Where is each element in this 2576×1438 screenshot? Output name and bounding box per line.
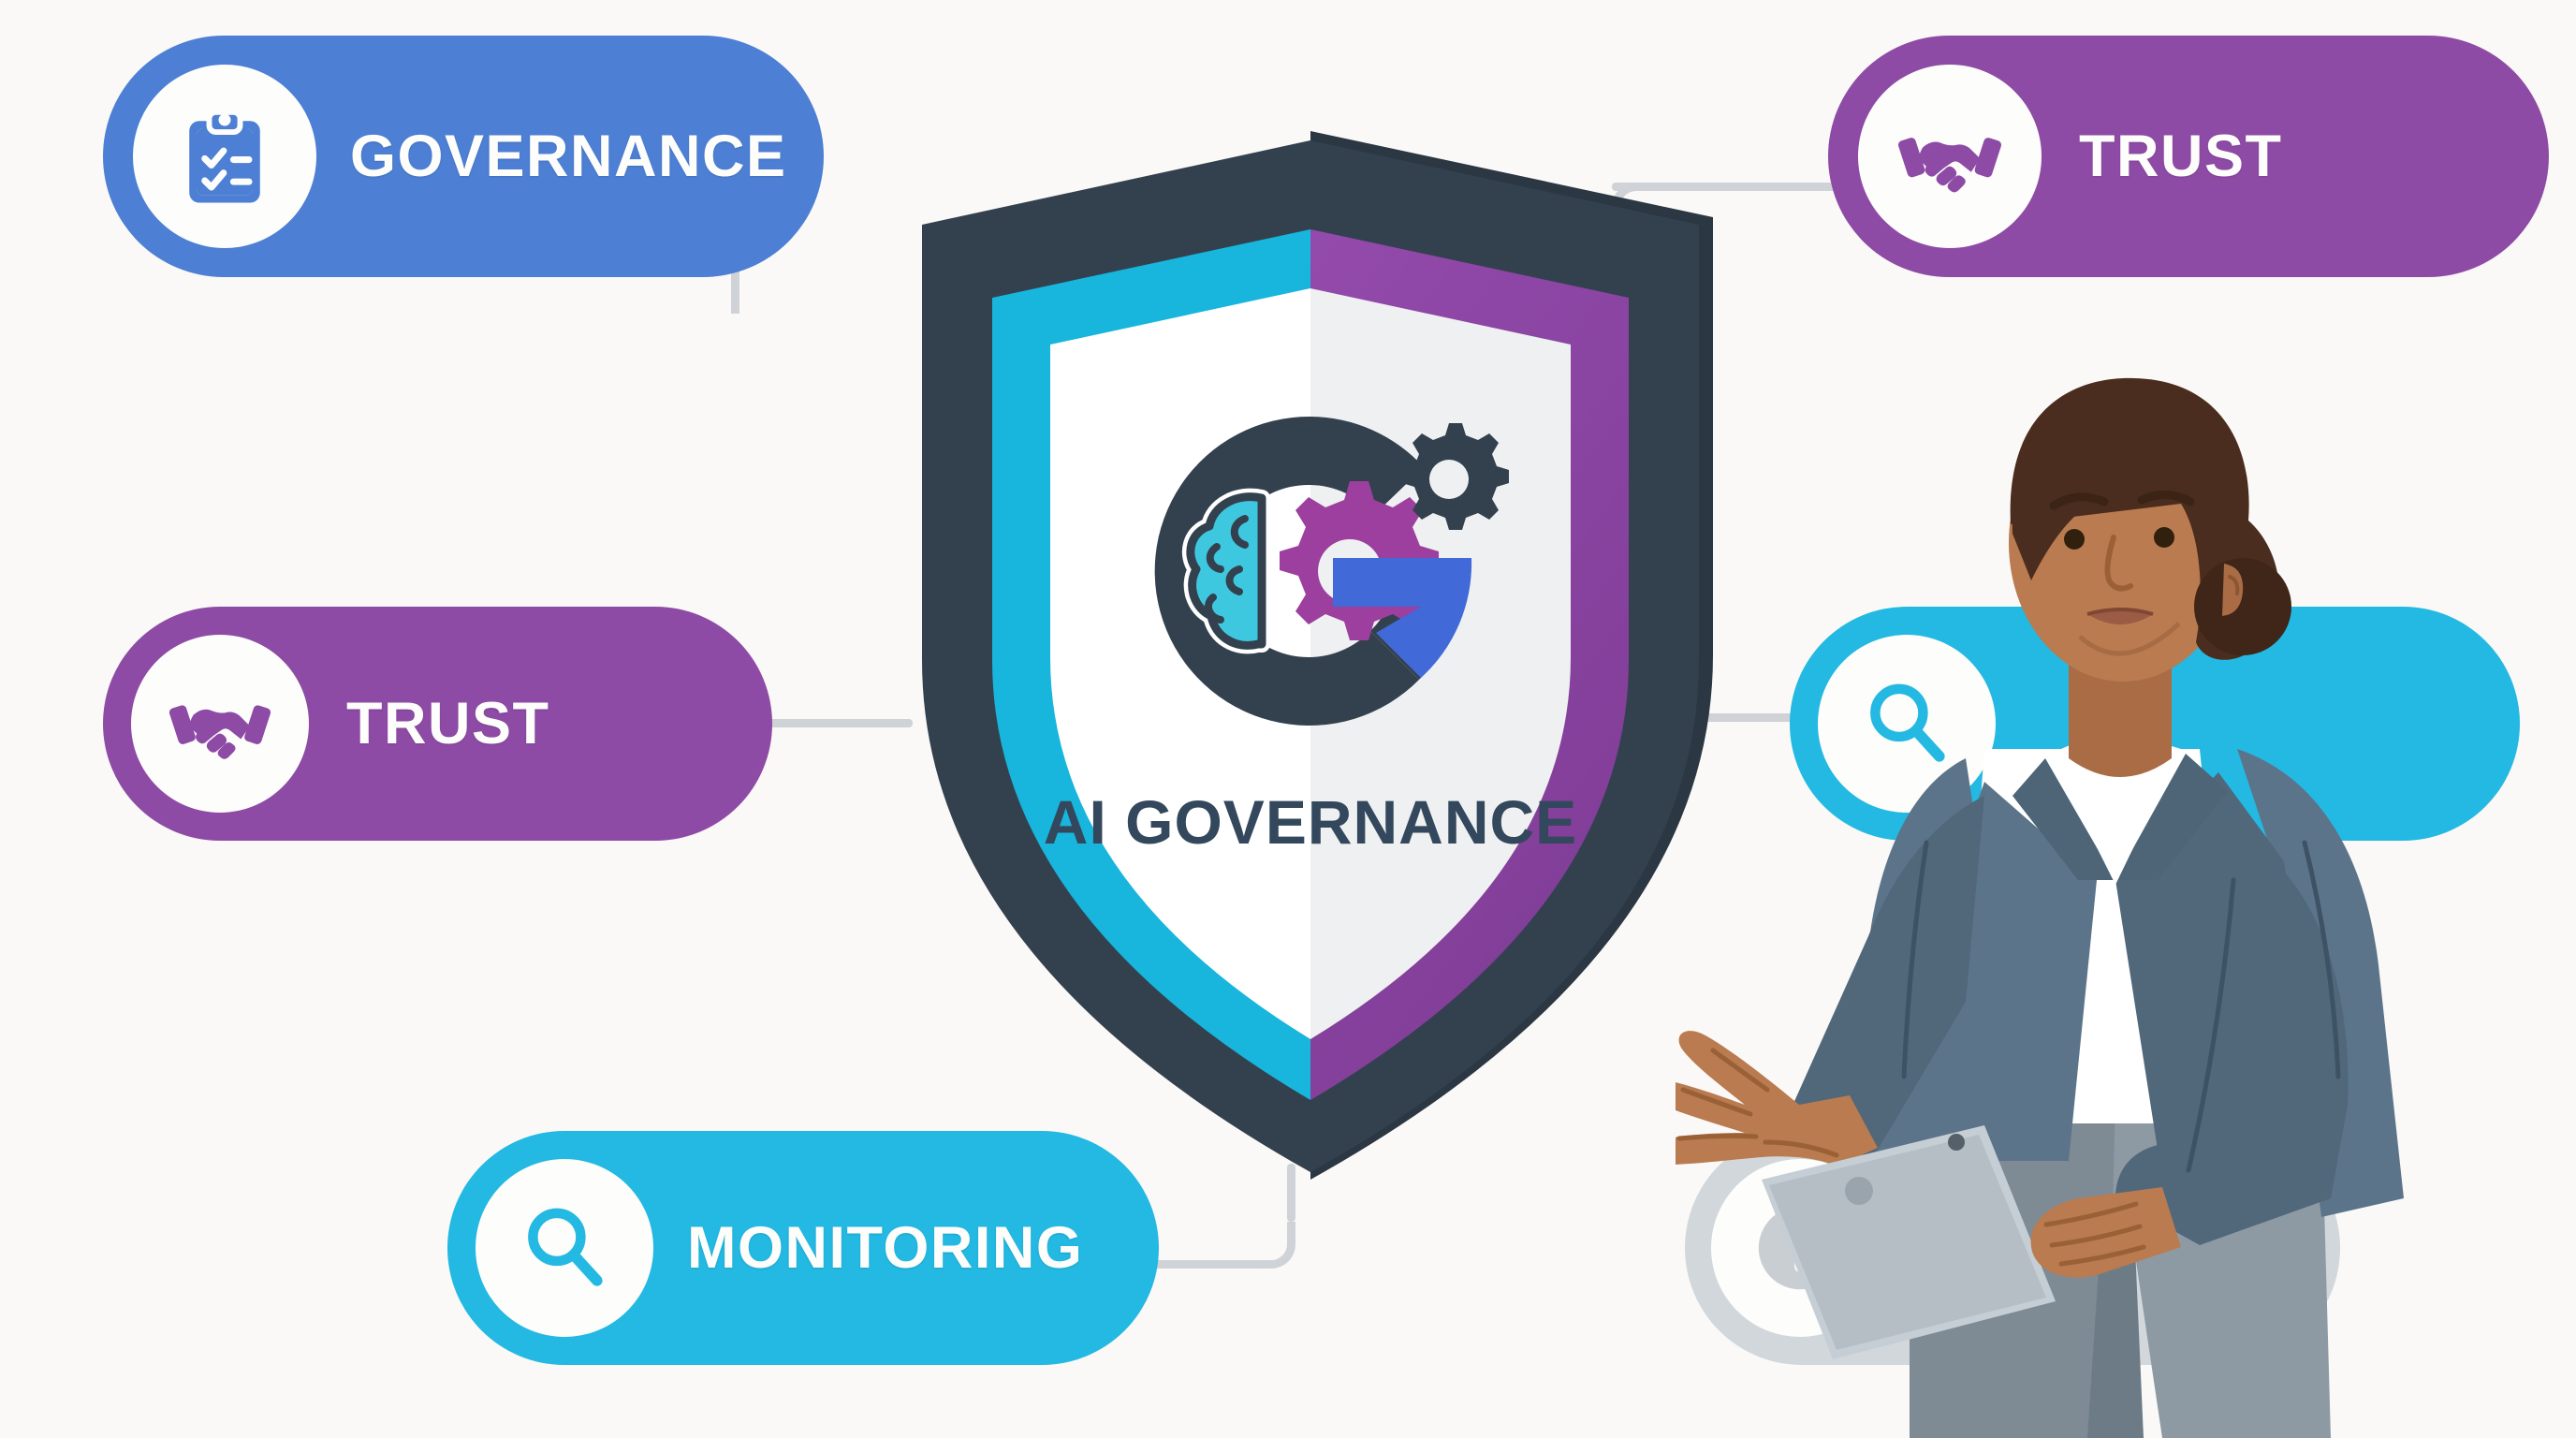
- shield-graphic: [922, 131, 1713, 1180]
- pill-trust-left-label: TRUST: [346, 691, 550, 756]
- open-hand-icon: [1676, 1031, 1878, 1167]
- magnifier-icon: [1870, 683, 1945, 762]
- tablet-device: [1762, 1125, 2056, 1359]
- person-illustration: [1676, 377, 2404, 1438]
- pill-monitoring[interactable]: MONITORING: [447, 1131, 1159, 1365]
- clipboard-checklist-icon: [189, 109, 260, 203]
- pill-trust-left[interactable]: TRUST: [103, 607, 772, 841]
- monitoring-badge: [476, 1159, 653, 1337]
- pill-trust-top-label: TRUST: [2079, 124, 2283, 189]
- handshake-icon: [1898, 138, 2001, 193]
- magnifier-icon: [528, 1208, 603, 1286]
- governance-badge: [133, 65, 316, 248]
- trust-left-badge: [131, 635, 309, 813]
- pill-monitoring-label: MONITORING: [687, 1215, 1084, 1281]
- ai-governance-shield: AI GOVERNANCE: [842, 131, 1778, 1180]
- pill-governance-label: GOVERNANCE: [350, 124, 787, 189]
- pill-governance[interactable]: GOVERNANCE: [103, 36, 824, 277]
- businesswoman-presenter: [1676, 356, 2576, 1438]
- trust-top-badge: [1858, 65, 2042, 248]
- handshake-icon: [168, 705, 271, 759]
- pill-trust-top[interactable]: TRUST: [1828, 36, 2549, 277]
